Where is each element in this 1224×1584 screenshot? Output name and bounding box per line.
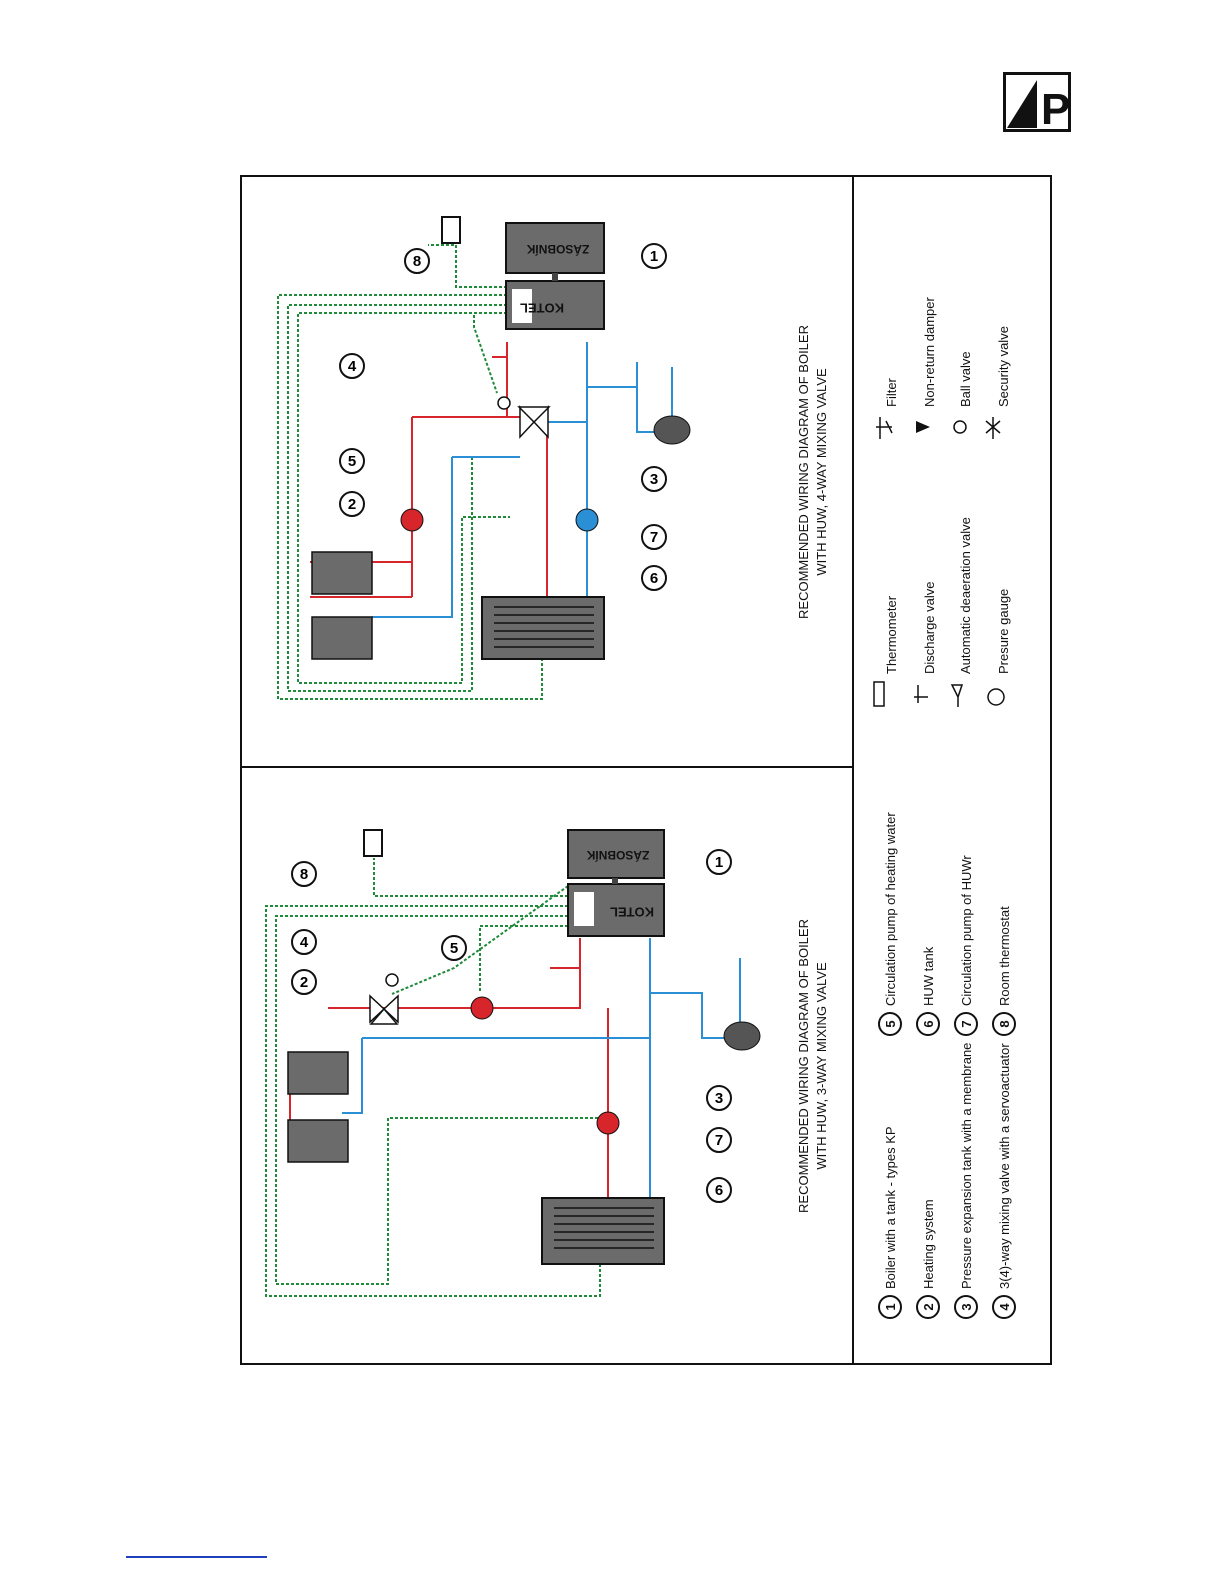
legend-deaeration: Automatic deaeration valve [958,517,973,674]
filter-icon [876,417,893,439]
callout-3: 3 [650,471,658,488]
legend-item-6: HUW tank [921,946,936,1006]
legend-panel: Thermometer Discharge valve Automatic de… [873,297,1016,1319]
legend-thermometer: Thermometer [884,595,899,674]
callout-4: 4 [348,358,357,375]
radiators-3way [287,1051,349,1163]
diagram-3way-title-line1: RECOMMENDED WIRING DIAGRAM OF BOILER [796,919,811,1213]
room-thermostat-3way [363,829,383,857]
diagram-3way: KOTEL ZÁSOBNÍK 8 1 [265,829,829,1297]
four-way-mixing-valve [497,396,551,439]
hot-water-pipes-3way [289,938,609,1208]
legend-num-1: 1 [883,1303,898,1310]
heating-pump [400,508,424,532]
legend-num-6: 6 [921,1020,936,1027]
boiler-label-3way: KOTEL [610,905,654,920]
callout-6-3way: 6 [715,1182,723,1199]
cold-water-pipes-3way [342,938,741,1208]
tank-label-3way: ZÁSOBNÍK [586,848,649,863]
legend-ball: Ball valve [958,351,973,407]
radiators [311,551,373,660]
callout-1-3way: 1 [715,854,723,871]
boiler-unit: KOTEL ZÁSOBNÍK [505,222,605,330]
boiler-unit-3way: KOTEL ZÁSOBNÍK [567,829,665,937]
legend-num-5: 5 [883,1020,898,1027]
callout-1: 1 [650,248,658,265]
callout-6: 6 [650,570,658,587]
diagram-4way: KOTEL ZÁSOBNÍK [277,216,829,700]
deaeration-valve-icon [950,684,964,707]
tank-label: ZÁSOBNÍK [526,242,589,257]
diagram-3way-title-line2: WITH HUW, 3-WAY MIXING VALVE [814,962,829,1170]
three-way-mixing-valve [369,973,399,1025]
non-return-damper-icon [916,421,930,433]
legend-item-1: Boiler with a tank - types KP [883,1126,898,1289]
legend-damper: Non-return damper [922,297,937,407]
legend-discharge: Discharge valve [922,582,937,675]
ball-valve-icon [953,420,967,434]
callout-5: 5 [348,453,356,470]
legend-item-5: Circulation pump of heating water [883,812,898,1006]
diagram-4way-title-line1: RECOMMENDED WIRING DIAGRAM OF BOILER [796,325,811,619]
legend-item-7: Circulation pump of HUWr [959,855,974,1006]
legend-item-4: 3(4)-way mixing valve with a servoactuat… [997,1043,1012,1289]
callouts-3way: 8 1 4 5 2 3 7 6 [291,849,732,1203]
boiler-label: KOTEL [520,301,564,316]
diagram-frame [240,175,1052,1365]
callout-8: 8 [413,253,421,270]
pressure-gauge-icon [987,688,1005,706]
diagram-4way-title-line2: WITH HUW, 4-WAY MIXING VALVE [814,368,829,576]
huw-tank-3way [541,1197,665,1265]
room-thermostat [441,216,461,244]
legend-filter: Filter [884,377,899,407]
legend-security: Security valve [996,326,1011,407]
legend-item-8: Room thermostat [997,906,1012,1006]
callout-2-3way: 2 [300,974,308,991]
callouts-4way: 8 1 4 5 2 3 7 6 [339,243,667,591]
callout-7: 7 [650,529,658,546]
legend-item-2: Heating system [921,1199,936,1289]
legend-gauge: Presure gauge [996,589,1011,674]
huw-pump-3way [596,1111,620,1135]
numbered-legend: 1 Boiler with a tank - types KP 2 Heatin… [878,812,1016,1319]
callout-5-3way: 5 [450,940,458,957]
control-wiring [277,244,543,700]
legend-num-8: 8 [997,1020,1012,1027]
legend-divider [852,175,854,1365]
callout-3-3way: 3 [715,1090,723,1107]
callout-7-3way: 7 [715,1132,723,1149]
legend-num-3: 3 [959,1303,974,1310]
legend-item-3: Pressure expansion tank with a membrane [959,1043,974,1289]
legend-num-2: 2 [921,1303,936,1310]
legend-num-7: 7 [959,1020,974,1027]
symbol-legend: Thermometer Discharge valve Automatic de… [873,297,1011,707]
footer-link-underline[interactable] [126,1556,267,1558]
heating-pump-3way [470,996,494,1020]
security-valve-icon [985,417,1001,439]
expansion-tank [653,415,691,445]
callout-4-3way: 4 [300,934,309,951]
logo-letter: P [1041,85,1070,132]
huw-pump [575,508,599,532]
thermometer-icon [873,681,885,707]
callout-2: 2 [348,496,356,513]
callout-8-3way: 8 [300,866,308,883]
cold-water-pipes [372,342,673,618]
discharge-valve-icon [914,685,928,703]
huw-tank [481,596,605,660]
company-logo: P [1003,72,1071,132]
legend-num-4: 4 [997,1303,1012,1311]
diagram-divider [240,766,853,768]
expansion-tank-3way [723,1021,761,1051]
